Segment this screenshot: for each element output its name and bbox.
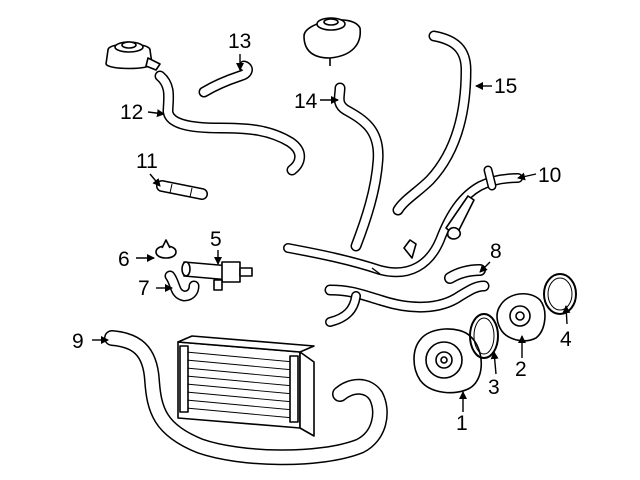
hose-12 xyxy=(154,70,306,176)
clamp-6 xyxy=(155,239,177,259)
leader-lines xyxy=(92,54,571,412)
reservoir-cap xyxy=(105,41,161,71)
callout-3: 3 xyxy=(488,376,500,399)
hose-14 xyxy=(333,82,384,252)
callout-10: 10 xyxy=(538,164,561,187)
callout-5: 5 xyxy=(210,228,222,251)
pump-housing-2 xyxy=(496,293,546,342)
callout-7: 7 xyxy=(138,277,150,300)
coolant-pipe-10 xyxy=(283,165,523,278)
gasket-3 xyxy=(469,313,499,359)
callout-15: 15 xyxy=(494,75,517,98)
o-ring-4 xyxy=(543,273,577,315)
hose-9 xyxy=(104,330,388,466)
callout-labels: 1 2 3 4 5 6 7 8 9 10 11 12 13 14 15 xyxy=(72,30,572,435)
hose-13 xyxy=(198,60,253,98)
callout-9: 9 xyxy=(72,330,84,353)
expansion-tank xyxy=(303,17,361,66)
hose-8 xyxy=(444,264,486,284)
callout-8: 8 xyxy=(490,240,502,263)
callout-4: 4 xyxy=(560,328,572,351)
hose-7 xyxy=(164,270,200,302)
hose-15 xyxy=(392,30,472,216)
callout-12: 12 xyxy=(120,101,143,124)
callout-13: 13 xyxy=(228,30,251,53)
callout-14: 14 xyxy=(294,90,318,113)
radiator xyxy=(177,335,315,437)
hose-11 xyxy=(156,180,208,200)
callout-6: 6 xyxy=(118,248,130,271)
callout-2: 2 xyxy=(515,358,527,381)
water-pump-1 xyxy=(413,328,482,394)
callout-11: 11 xyxy=(136,150,158,173)
callout-1: 1 xyxy=(456,412,468,435)
valve-5 xyxy=(181,261,253,291)
lower-coolant-pipe xyxy=(324,280,490,327)
